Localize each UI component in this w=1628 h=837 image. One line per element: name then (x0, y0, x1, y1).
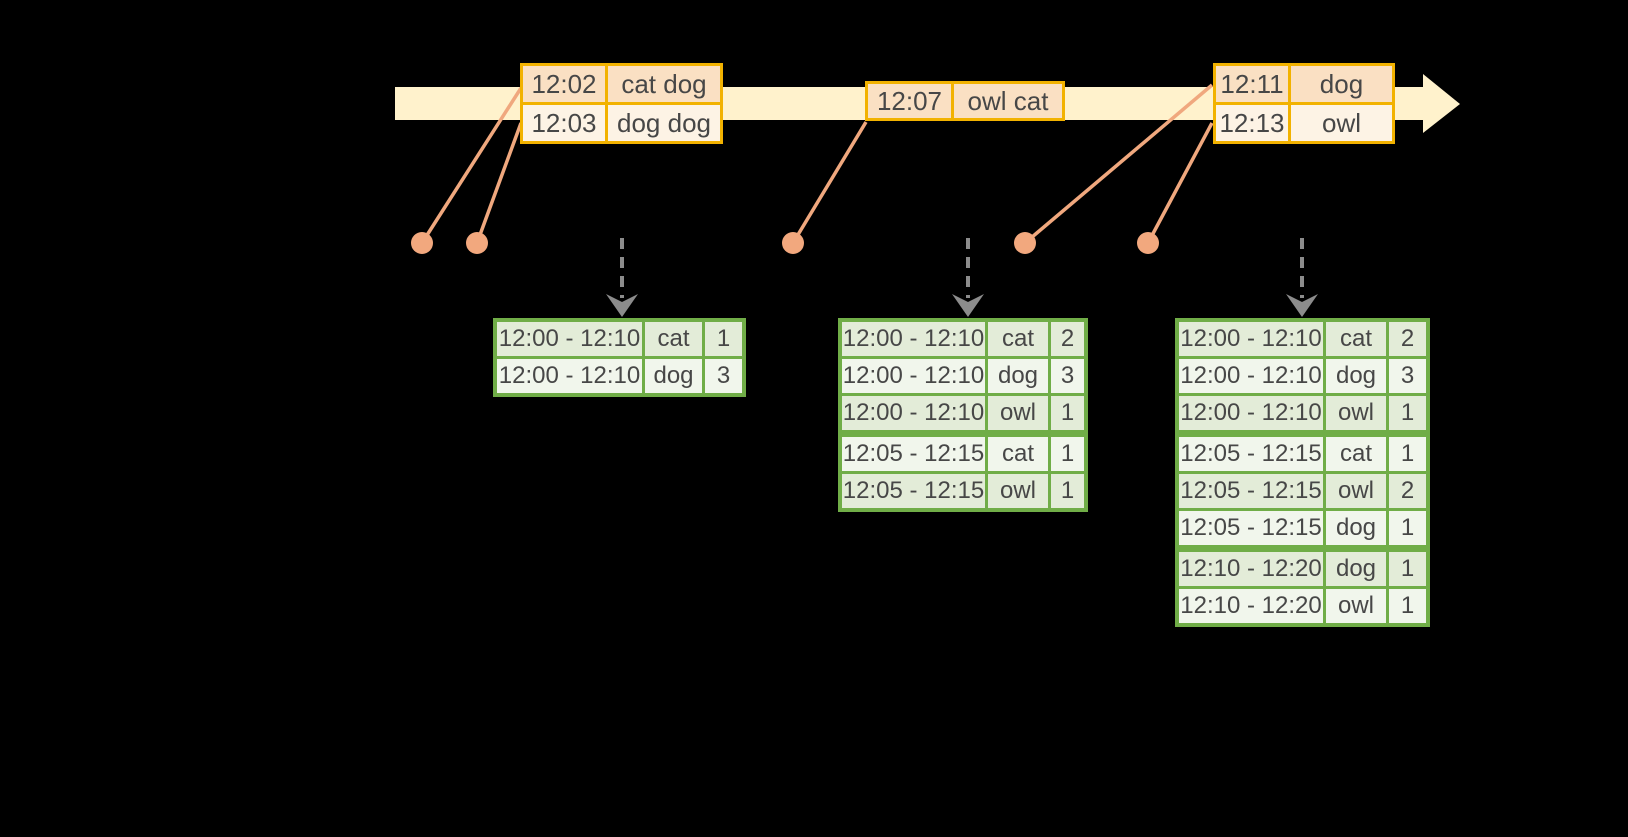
word-cell: dog (645, 359, 702, 393)
connector-line (475, 122, 523, 244)
count-cell: 1 (1389, 396, 1426, 430)
window-cell: 12:00 - 12:10 (1179, 359, 1323, 393)
table-row: 12:00 - 12:10 dog 3 (497, 359, 742, 393)
result-table-2: 12:00 - 12:10 cat 2 12:00 - 12:10 dog 3 … (838, 318, 1088, 512)
table-row: 12:05 - 12:15 cat 1 (842, 437, 1084, 471)
word-cell: cat (988, 322, 1048, 356)
window-cell: 12:05 - 12:15 (1179, 511, 1323, 545)
event-words: dog (1291, 66, 1392, 102)
trigger-arrowheads (606, 294, 1318, 317)
word-cell: dog (1326, 552, 1386, 586)
window-cell: 12:00 - 12:10 (497, 359, 642, 393)
event-table-3: 12:11 dog 12:13 owl (1213, 63, 1395, 144)
table-row: 12:05 - 12:15 dog 1 (1179, 511, 1426, 545)
count-cell: 3 (1051, 359, 1084, 393)
count-cell: 1 (1051, 474, 1084, 508)
word-cell: cat (988, 437, 1048, 471)
connector-line (1023, 83, 1214, 245)
result-table-1: 12:00 - 12:10 cat 1 12:00 - 12:10 dog 3 (493, 318, 746, 397)
table-row: 12:00 - 12:10 owl 1 (842, 396, 1084, 430)
window-cell: 12:05 - 12:15 (1179, 474, 1323, 508)
count-cell: 2 (1389, 322, 1426, 356)
event-dot (782, 232, 804, 254)
count-cell: 3 (705, 359, 742, 393)
trigger-arrows (620, 238, 1304, 298)
event-dot (1014, 232, 1036, 254)
word-cell: dog (1326, 511, 1386, 545)
count-cell: 1 (1051, 396, 1084, 430)
count-cell: 1 (1389, 552, 1426, 586)
table-row: 12:05 - 12:15 cat 1 (1179, 437, 1426, 471)
event-time: 12:11 (1216, 66, 1288, 102)
event-dot (1137, 232, 1159, 254)
arrow-down-icon (606, 294, 638, 317)
count-cell: 1 (1051, 437, 1084, 471)
event-time: 12:07 (868, 84, 951, 118)
count-cell: 1 (1389, 437, 1426, 471)
arrow-down-icon (1286, 294, 1318, 317)
event-dot (411, 232, 433, 254)
window-cell: 12:05 - 12:15 (842, 437, 985, 471)
count-cell: 2 (1051, 322, 1084, 356)
connector-line (420, 87, 523, 244)
word-cell: owl (988, 396, 1048, 430)
table-row: 12:05 - 12:15 owl 2 (1179, 474, 1426, 508)
window-cell: 12:00 - 12:10 (1179, 322, 1323, 356)
count-cell: 1 (705, 322, 742, 356)
table-row: 12:10 - 12:20 dog 1 (1179, 552, 1426, 586)
event-connectors (420, 83, 1214, 245)
word-cell: owl (988, 474, 1048, 508)
word-cell: cat (1326, 437, 1386, 471)
count-cell: 1 (1389, 589, 1426, 623)
event-words: cat dog (608, 66, 720, 102)
event-words: dog dog (608, 105, 720, 141)
connector-line (1146, 122, 1214, 244)
count-cell: 1 (1389, 511, 1426, 545)
window-cell: 12:00 - 12:10 (842, 322, 985, 356)
event-time: 12:13 (1216, 105, 1288, 141)
timeline-arrowhead-icon (1423, 74, 1460, 133)
window-cell: 12:05 - 12:15 (842, 474, 985, 508)
window-cell: 12:00 - 12:10 (842, 359, 985, 393)
word-cell: cat (645, 322, 702, 356)
table-row: 12:00 - 12:10 dog 3 (842, 359, 1084, 393)
word-cell: owl (1326, 474, 1386, 508)
arrow-down-icon (952, 294, 984, 317)
window-cell: 12:10 - 12:20 (1179, 552, 1323, 586)
word-cell: owl (1326, 396, 1386, 430)
table-row: 12:00 - 12:10 owl 1 (1179, 396, 1426, 430)
event-table-1: 12:02 cat dog 12:03 dog dog (520, 63, 723, 144)
count-cell: 2 (1389, 474, 1426, 508)
table-row: 12:00 - 12:10 cat 1 (497, 322, 742, 356)
word-cell: cat (1326, 322, 1386, 356)
connector-line (791, 121, 868, 244)
result-table-3: 12:00 - 12:10 cat 2 12:00 - 12:10 dog 3 … (1175, 318, 1430, 627)
table-row: 12:05 - 12:15 owl 1 (842, 474, 1084, 508)
word-cell: owl (1326, 589, 1386, 623)
window-cell: 12:10 - 12:20 (1179, 589, 1323, 623)
event-time: 12:03 (523, 105, 605, 141)
window-cell: 12:00 - 12:10 (497, 322, 642, 356)
window-cell: 12:00 - 12:10 (842, 396, 985, 430)
window-cell: 12:05 - 12:15 (1179, 437, 1323, 471)
table-row: 12:00 - 12:10 cat 2 (842, 322, 1084, 356)
word-cell: dog (1326, 359, 1386, 393)
event-words: owl (1291, 105, 1392, 141)
table-row: 12:10 - 12:20 owl 1 (1179, 589, 1426, 623)
event-dots (411, 232, 1159, 254)
table-row: 12:00 - 12:10 dog 3 (1179, 359, 1426, 393)
event-time: 12:02 (523, 66, 605, 102)
event-table-2: 12:07 owl cat (865, 81, 1065, 121)
event-words: owl cat (954, 84, 1062, 118)
word-cell: dog (988, 359, 1048, 393)
count-cell: 3 (1389, 359, 1426, 393)
table-row: 12:00 - 12:10 cat 2 (1179, 322, 1426, 356)
window-cell: 12:00 - 12:10 (1179, 396, 1323, 430)
event-dot (466, 232, 488, 254)
